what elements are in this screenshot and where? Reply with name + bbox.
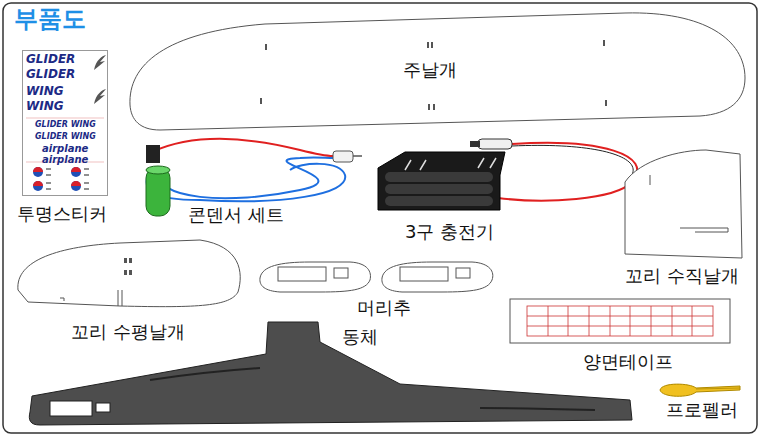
- rect-shape: [385, 184, 493, 194]
- path-shape: [480, 408, 595, 410]
- part-label: 3구 충전기: [405, 222, 494, 243]
- path-shape: [147, 164, 346, 201]
- part-label: 콘덴서 세트: [188, 205, 284, 226]
- flag-emblem: [71, 181, 81, 191]
- rect-shape: [3, 3, 757, 433]
- part-label: 머리추: [357, 298, 411, 319]
- flag-bars: [84, 169, 89, 175]
- sticker-text: GLIDER WING: [35, 132, 96, 141]
- rect-shape: [527, 306, 713, 336]
- rect-shape: [456, 268, 470, 278]
- sticker-sheet: GLIDERGLIDER WINGWING GLIDER WING GLIDER WI…: [22, 50, 108, 196]
- flag-bars: [46, 183, 51, 189]
- rect-shape: [400, 267, 448, 281]
- path-shape: [118, 290, 122, 306]
- path-shape: [152, 139, 333, 156]
- path-shape: [660, 384, 740, 396]
- tail-horizontal-wing: [18, 240, 240, 307]
- rect-shape: [96, 403, 110, 412]
- wing-icon: [94, 89, 106, 104]
- wing-slot: [428, 104, 430, 110]
- flag-emblem: [71, 167, 81, 172]
- wing-slot: [431, 42, 433, 48]
- cut-line: [26, 118, 104, 119]
- sticker-text: WING: [26, 85, 64, 99]
- wing-slot: [427, 42, 429, 48]
- sticker-text: GLIDER WING: [35, 120, 96, 129]
- line-shape: [650, 175, 651, 185]
- rect-shape: [278, 267, 326, 281]
- sticker-text: airplane: [42, 154, 88, 166]
- flag-emblem: [33, 167, 43, 172]
- part-label: 꼬리 수직날개: [625, 266, 739, 287]
- part-label: 동체: [342, 327, 378, 348]
- path-shape: [680, 228, 728, 232]
- rect-shape: [385, 196, 493, 206]
- part-name: 주날개: [403, 60, 457, 81]
- wing-outline: [130, 13, 745, 130]
- path-shape: [150, 368, 260, 380]
- sheet-outline: [23, 51, 108, 196]
- line-shape: [696, 388, 740, 389]
- ellipse-shape: [146, 166, 170, 174]
- rect-shape: [50, 401, 92, 416]
- path-shape: [18, 240, 240, 307]
- flag-bars: [84, 183, 89, 189]
- sticker-text: GLIDER: [26, 68, 75, 82]
- path-shape: [260, 262, 371, 292]
- flag-emblem: [71, 181, 81, 186]
- path-shape: [625, 150, 742, 258]
- wing-slot: [433, 104, 435, 110]
- path-shape: [29, 322, 632, 425]
- line-shape: [353, 155, 362, 157]
- rect-shape: [510, 299, 730, 343]
- rect-shape: [124, 258, 127, 263]
- sticker-text: GLIDER: [26, 53, 75, 67]
- charger: [378, 139, 637, 210]
- flag-emblem: [71, 167, 81, 177]
- rect-shape: [333, 151, 353, 162]
- sticker-text: airplane: [42, 143, 88, 155]
- path-shape: [60, 298, 64, 301]
- part-label: 양면테이프: [583, 352, 673, 373]
- path-shape: [527, 306, 713, 336]
- wing-icon: [94, 55, 106, 70]
- rect-shape: [385, 172, 493, 182]
- wing-slot: [603, 40, 605, 46]
- rect-shape: [470, 141, 480, 147]
- path-shape: [512, 145, 633, 180]
- tail-vertical-wing: [625, 150, 742, 258]
- path-shape: [382, 262, 493, 292]
- rect-shape: [146, 145, 160, 163]
- wing-slot: [265, 44, 267, 50]
- part-label: 꼬리 수평날개: [71, 322, 185, 343]
- rect-shape: [478, 139, 512, 149]
- double-sided-tape: [510, 299, 730, 343]
- wing-slot: [605, 100, 607, 106]
- rect-shape: [129, 270, 132, 275]
- main-wing: 주날개: [125, 10, 747, 134]
- flag-emblem: [33, 167, 43, 177]
- fuselage: [29, 322, 632, 425]
- rect-shape: [146, 168, 170, 216]
- part-label: 프로펠러: [666, 400, 738, 421]
- diagram-title: 부품도: [14, 6, 86, 34]
- propeller: [660, 384, 740, 396]
- flag-emblem: [33, 181, 43, 191]
- flag-emblem: [33, 181, 43, 186]
- path-shape: [498, 143, 637, 201]
- rect-shape: [124, 270, 127, 275]
- wing-slot: [260, 98, 262, 104]
- part-label: 투명스티커: [17, 204, 107, 225]
- rect-shape: [334, 268, 348, 278]
- path-shape: [405, 158, 496, 170]
- head-weights: [260, 262, 493, 292]
- flag-bars: [46, 169, 51, 175]
- polygon-shape: [378, 152, 505, 210]
- rect-shape: [129, 258, 132, 263]
- sticker-text: WING: [26, 100, 64, 114]
